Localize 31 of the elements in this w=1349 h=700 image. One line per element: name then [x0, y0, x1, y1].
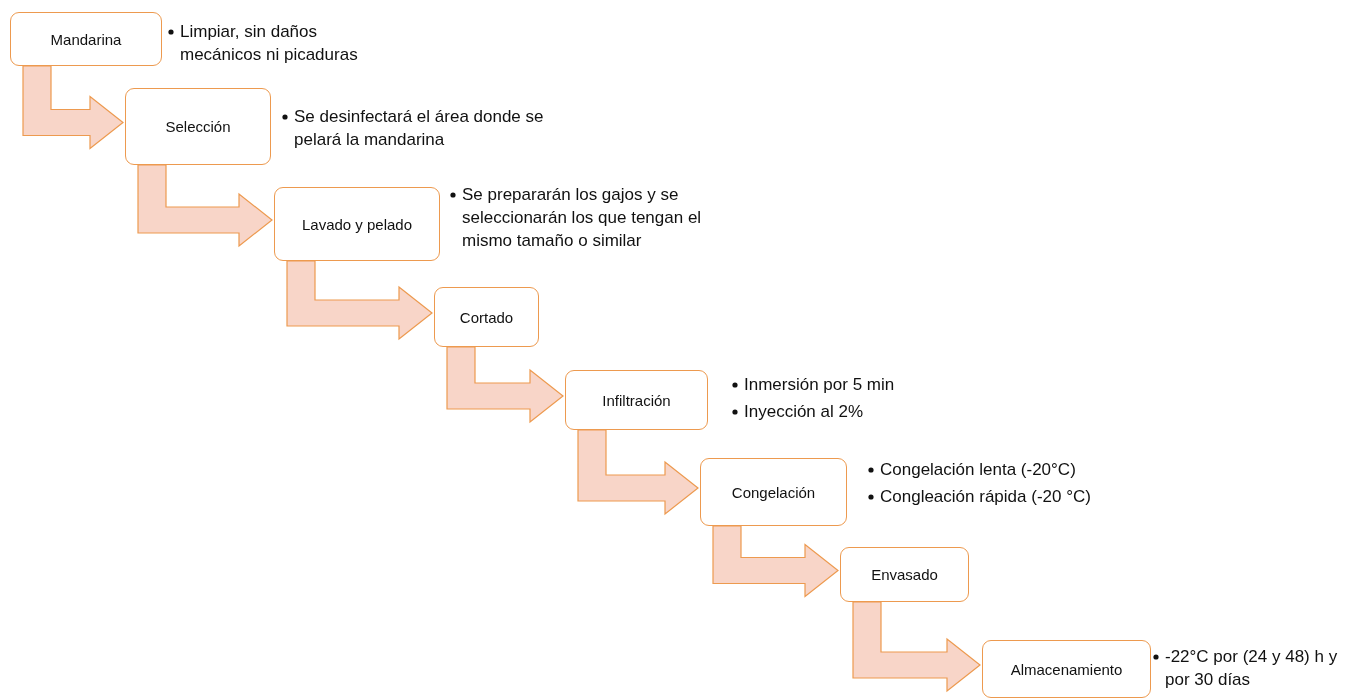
bullet-note: -22°C por (24 y 48) h y por 30 días — [1165, 647, 1338, 689]
process-box — [434, 287, 539, 347]
process-box — [565, 370, 708, 430]
bullet-note: Congelación lenta (-20°C) — [880, 460, 1076, 479]
block-arrow — [137, 164, 273, 248]
step-label: Selección — [165, 118, 231, 135]
block-arrow — [712, 525, 839, 598]
step-label: Mandarina — [50, 30, 122, 48]
step-label: Cortado — [459, 308, 514, 326]
block-arrow — [852, 601, 981, 693]
process-box — [125, 88, 271, 165]
step-label: Envasado — [871, 566, 938, 583]
bullet-note: Inyección al 2% — [744, 402, 864, 421]
bullet-note: Congleación rápida (-20 °C) — [880, 487, 1091, 506]
step-label: Lavado y pelado — [301, 215, 413, 233]
bullet-note: Limpiar, sin daños mecánicos ni picaduras — [180, 22, 358, 64]
process-box — [700, 458, 847, 526]
step-label: Almacenamiento — [1010, 660, 1123, 678]
block-arrow — [22, 65, 124, 150]
block-arrow — [577, 429, 699, 516]
process-box — [274, 187, 440, 261]
bullet-note: Inmersión por 5 min — [744, 375, 895, 394]
block-arrow — [286, 260, 433, 341]
step-label: Infiltración — [602, 391, 671, 409]
bullet-note: Se desinfectará el área donde se pelará la mandarina — [294, 107, 544, 149]
process-box — [10, 12, 162, 66]
process-box — [840, 547, 969, 602]
step-label: Congelación — [731, 483, 816, 501]
block-arrow — [446, 346, 564, 424]
process-box — [982, 640, 1151, 698]
bullet-note: Se prepararán los gajos y se seleccionarán los que tengan el mismo tamaño o similar — [462, 185, 702, 250]
